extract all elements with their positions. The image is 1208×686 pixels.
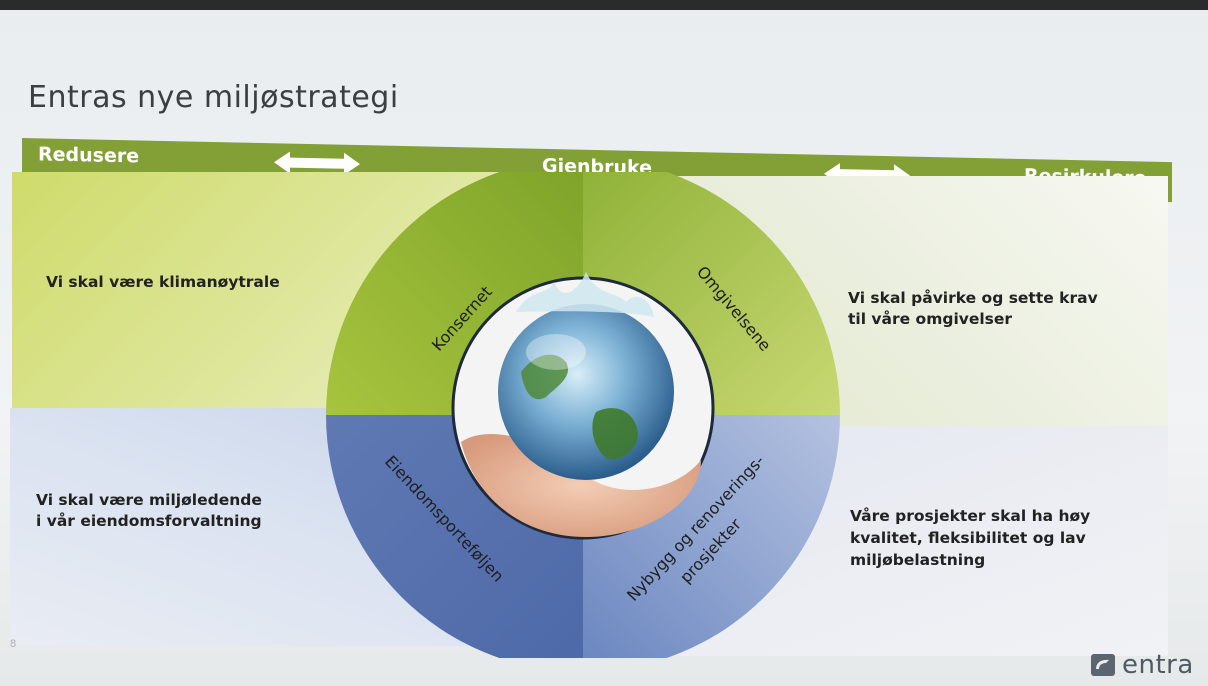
banner-label-reduce: Redusere xyxy=(38,143,140,168)
quadrant-text-line: Vi skal påvirke og sette krav xyxy=(848,289,1098,307)
strategy-circle-diagram: Konsernet Omgivelsene Eiendomsportefølje… xyxy=(326,172,840,658)
slide-title: Entras nye miljøstrategi xyxy=(28,80,399,115)
page-number: 8 xyxy=(10,638,17,650)
quadrant-text-line: miljøbelastning xyxy=(850,551,986,569)
quadrant-text-line: Våre prosjekter skal ha høy xyxy=(850,507,1091,525)
quadrant-text-line: Vi skal være miljøledende xyxy=(36,491,262,509)
quadrant-text-line: til våre omgivelser xyxy=(848,310,1013,328)
entra-logo: entra xyxy=(1090,650,1194,680)
quadrant-text-line: i vår eiendomsforvaltning xyxy=(36,512,262,530)
double-arrow-icon xyxy=(274,151,360,175)
logo-text: entra xyxy=(1122,650,1194,680)
quadrant-text: Vi skal være klimanøytrale xyxy=(46,273,280,291)
double-arrow-icon xyxy=(824,163,910,187)
presentation-slide: Entras nye miljøstrategi Redusere Gjenbr… xyxy=(0,10,1208,686)
entra-logo-icon xyxy=(1091,654,1115,676)
quadrant-text-line: kvalitet, fleksibilitet og lav xyxy=(850,529,1086,547)
globe-in-hand-image xyxy=(461,272,701,537)
strategy-banner: Redusere Gjenbruke Resirkulere xyxy=(22,138,1172,203)
